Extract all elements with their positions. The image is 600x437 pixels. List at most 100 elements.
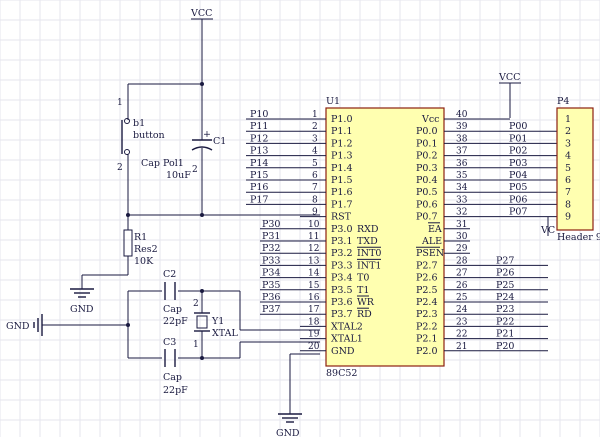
pin-name: P0.6 bbox=[416, 199, 438, 210]
net-label-P24: P24 bbox=[496, 292, 514, 303]
pin-func: WR bbox=[357, 297, 375, 308]
pin-number: 34 bbox=[456, 183, 468, 193]
net-label-P06: P06 bbox=[509, 194, 527, 205]
c3-part: Cap bbox=[163, 372, 182, 383]
gnd-chip-symbol: GND bbox=[276, 353, 320, 437]
pin-name: P0.5 bbox=[416, 187, 438, 198]
pin-number: 28 bbox=[456, 256, 468, 266]
u1-part: 89C52 bbox=[326, 368, 357, 379]
net-label-P22: P22 bbox=[496, 316, 514, 327]
net-label-P17: P17 bbox=[250, 194, 268, 205]
pin-name: P1.5 bbox=[331, 175, 353, 186]
pin-name: P0.3 bbox=[416, 163, 438, 174]
pin-name: Vcc bbox=[421, 114, 440, 125]
net-label-P13: P13 bbox=[250, 146, 268, 157]
resistor-r1: R1 Res2 10K bbox=[123, 229, 158, 275]
crystal-section: 2 1 Y1 XTAL C2 Cap 22pF C3 Cap 22pF bbox=[127, 269, 320, 396]
pin-func: INT0 bbox=[357, 248, 381, 259]
c2-value: 22pF bbox=[163, 316, 188, 327]
pin-number: 7 bbox=[312, 183, 318, 193]
pin-name: P2.1 bbox=[416, 334, 438, 345]
pin-number: 26 bbox=[456, 281, 468, 291]
net-label-P33: P33 bbox=[262, 255, 280, 266]
u1-pin-29: PSEN 29 bbox=[416, 244, 470, 259]
pin-number: 39 bbox=[456, 122, 468, 132]
button-pin1: 1 bbox=[117, 98, 123, 108]
pin-name: XTAL1 bbox=[331, 334, 363, 345]
pin-number: 4 bbox=[312, 147, 318, 157]
pin-func: TXD bbox=[357, 236, 378, 247]
pin-name: P1.2 bbox=[331, 138, 353, 149]
pin-number: 23 bbox=[456, 317, 468, 327]
pin-name: P2.0 bbox=[416, 346, 438, 357]
pin-number: 29 bbox=[456, 244, 468, 254]
pin-number: 5 bbox=[312, 159, 318, 169]
y1-designator: Y1 bbox=[211, 316, 224, 327]
pin-number: 14 bbox=[308, 269, 320, 279]
pin-number: 25 bbox=[456, 293, 468, 303]
button-pin2: 2 bbox=[117, 163, 123, 173]
pin-number: 31 bbox=[456, 220, 467, 230]
pin-name: P2.2 bbox=[416, 321, 438, 332]
pin-name: PSEN bbox=[416, 248, 444, 259]
net-label-P02: P02 bbox=[509, 146, 527, 157]
net-label-P25: P25 bbox=[496, 280, 514, 291]
c1-part: Cap Pol1 bbox=[141, 158, 184, 169]
r1-value: 10K bbox=[134, 256, 154, 267]
c1-pin2: 2 bbox=[192, 165, 198, 175]
pin-number: 32 bbox=[456, 208, 467, 218]
p4-header: P4 Header 9 VC bbox=[540, 96, 600, 243]
pin-number: 22 bbox=[456, 330, 467, 340]
net-label-P31: P31 bbox=[262, 231, 280, 242]
net-label-P30: P30 bbox=[262, 219, 280, 230]
net-label-P01: P01 bbox=[509, 133, 527, 144]
pin-number: 10 bbox=[308, 220, 320, 230]
pin-name: P1.1 bbox=[331, 126, 353, 137]
pin-name: P3.4 bbox=[331, 273, 353, 284]
p4-pin-8: 8 bbox=[565, 199, 571, 210]
pin-name: P3.5 bbox=[331, 285, 353, 296]
net-label-P03: P03 bbox=[509, 158, 527, 169]
vcc-header-label: VCC bbox=[498, 72, 520, 83]
pin-name: P2.6 bbox=[416, 273, 438, 284]
pin-number: 16 bbox=[308, 293, 320, 303]
pin-name: EA bbox=[428, 224, 442, 235]
net-label-P27: P27 bbox=[496, 255, 514, 266]
pin-name: P2.3 bbox=[416, 309, 438, 320]
net-label-P11: P11 bbox=[250, 121, 268, 132]
y1-part: XTAL bbox=[212, 328, 238, 339]
pin-name: GND bbox=[331, 346, 355, 357]
p4-pin-9: 9 bbox=[565, 212, 571, 223]
pin-name: P0.4 bbox=[416, 175, 438, 186]
p4-pin-4: 4 bbox=[565, 151, 571, 162]
p4-pin-7: 7 bbox=[565, 187, 571, 198]
capacitor-c1: + C1 2 Cap Pol1 10uF bbox=[141, 128, 226, 215]
pin-func: RXD bbox=[357, 224, 379, 235]
pin-name: P2.7 bbox=[416, 260, 438, 271]
pin-number: 11 bbox=[308, 232, 319, 242]
pin-number: 15 bbox=[308, 281, 320, 291]
pin-func: T0 bbox=[357, 273, 369, 284]
u1-chip: U1 89C52 bbox=[325, 96, 445, 379]
net-label-P10: P10 bbox=[250, 109, 268, 120]
